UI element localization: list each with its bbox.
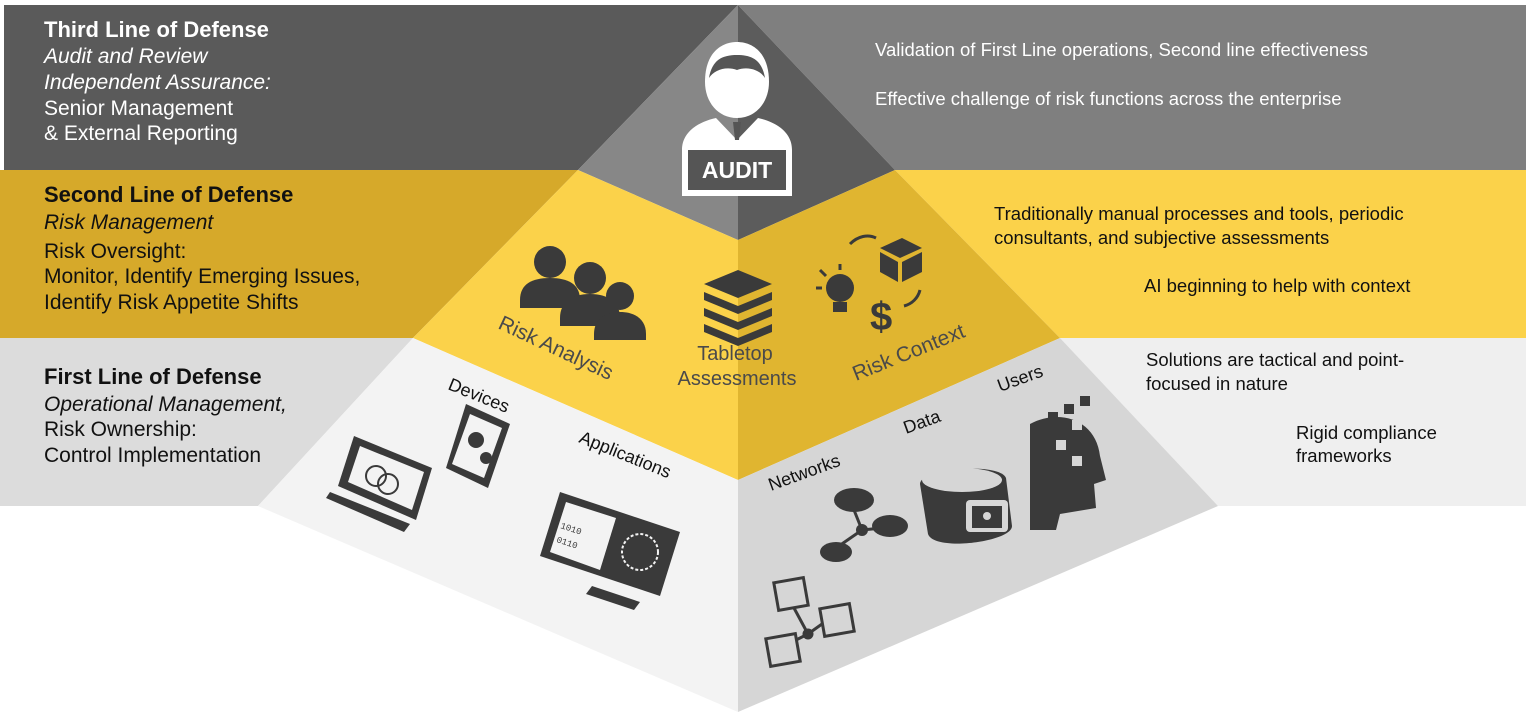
second-line-band-right <box>895 170 1526 338</box>
third-line-text-1: Independent Assurance: <box>44 71 271 94</box>
tabletop-label-line2: Assessments <box>678 368 797 390</box>
first-line-right-1b: focused in nature <box>1146 373 1288 394</box>
flowchart-icon <box>764 575 856 669</box>
third-line-right-1: Validation of First Line operations, Sec… <box>875 39 1368 60</box>
third-line-band-left <box>4 5 738 170</box>
database-lock-icon <box>920 468 1012 544</box>
third-line-text-3: & External Reporting <box>44 122 238 145</box>
second-line-right-2: AI beginning to help with context <box>1144 275 1411 296</box>
second-line-right-1b: consultants, and subjective assessments <box>994 227 1330 248</box>
first-line-title: First Line of Defense <box>44 364 262 389</box>
first-line-right-1a: Solutions are tactical and point- <box>1146 349 1405 370</box>
second-line-text-1: Risk Oversight: <box>44 240 187 263</box>
second-line-subtitle: Risk Management <box>44 211 214 234</box>
second-line-band-left <box>0 170 578 338</box>
dollar-icon: $ <box>870 295 892 339</box>
head-pixel-icon <box>1030 396 1106 530</box>
lightbulb-icon <box>816 264 854 312</box>
stack-icon <box>704 270 772 346</box>
third-line-text-2: Senior Management <box>44 97 234 120</box>
first-line-right-2b: frameworks <box>1296 445 1392 466</box>
pyramid-bottom-left <box>258 338 738 712</box>
monitor-binary-icon: 1010 0110 <box>540 492 680 610</box>
third-line-title: Third Line of Defense <box>44 17 269 42</box>
first-line-subtitle: Operational Management, <box>44 393 287 416</box>
cube-icon <box>848 234 922 308</box>
phone-gears-icon <box>446 404 510 488</box>
first-line-band-right <box>1060 338 1526 506</box>
first-line-right-2a: Rigid compliance <box>1296 422 1437 443</box>
second-line-text-3: Identify Risk Appetite Shifts <box>44 291 299 314</box>
second-line-right-1a: Traditionally manual processes and tools… <box>994 203 1404 224</box>
second-line-text-2: Monitor, Identify Emerging Issues, <box>44 265 361 288</box>
tabletop-label-line1: Tabletop <box>697 343 773 365</box>
cloud-network-icon <box>820 488 908 562</box>
third-line-band-right <box>738 5 1526 170</box>
second-line-title: Second Line of Defense <box>44 182 294 207</box>
laptop-icon <box>326 436 432 532</box>
team-icon <box>520 246 646 340</box>
third-line-right-2: Effective challenge of risk functions ac… <box>875 88 1342 109</box>
first-line-band-left <box>0 338 413 506</box>
audit-label: AUDIT <box>702 157 772 183</box>
first-line-text-2: Control Implementation <box>44 444 262 467</box>
pyramid-middle-right <box>738 170 1060 480</box>
first-line-text-1: Risk Ownership: <box>44 418 197 441</box>
person-icon <box>682 42 792 196</box>
third-line-subtitle: Audit and Review <box>44 45 208 68</box>
